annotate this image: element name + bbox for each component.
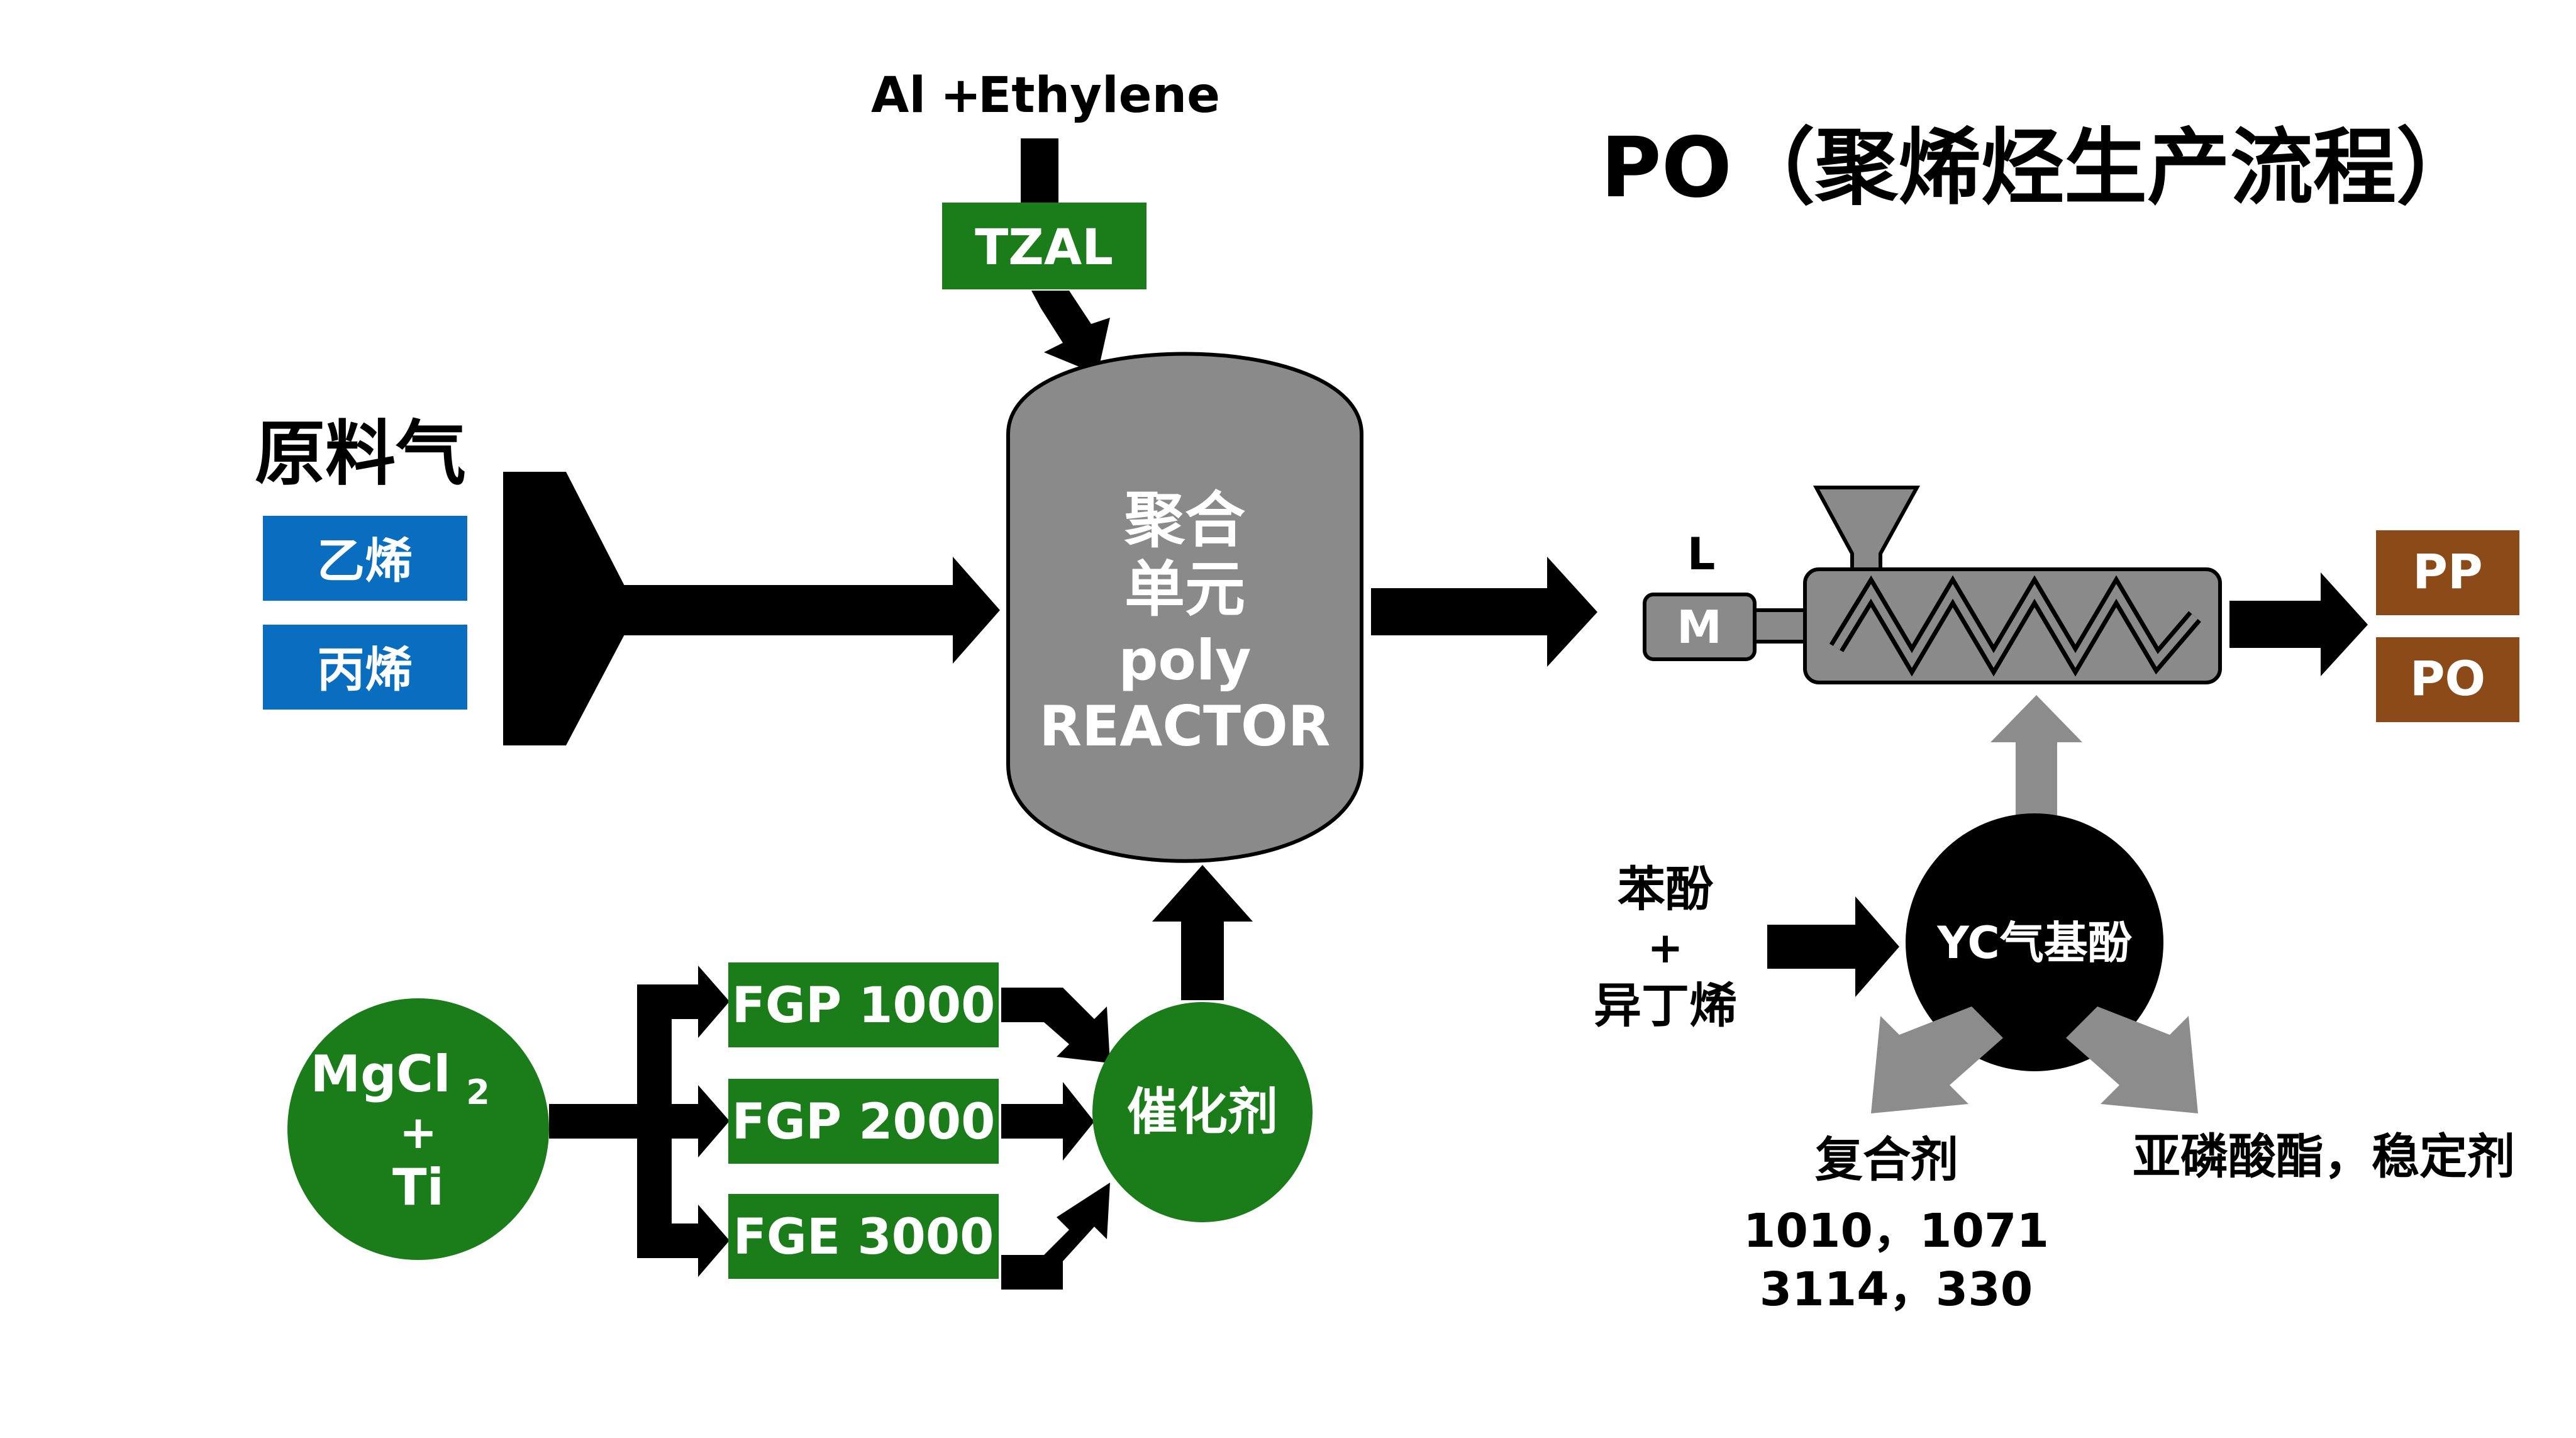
catalyst-to-reactor-arrow	[1152, 865, 1253, 1000]
po-label: PO	[2410, 650, 2485, 706]
fgp2000-label: FGP 2000	[732, 1094, 996, 1151]
drive-shaft	[1753, 608, 1807, 644]
input-plus-label: +	[1648, 923, 1684, 973]
compound-grades-line2: 3114，330	[1760, 1262, 2033, 1317]
ethylene-label: 乙烯	[317, 533, 413, 589]
extruder-l-label: L	[1687, 528, 1716, 580]
extruder-hopper	[1813, 486, 1921, 571]
reactor-vessel	[1006, 352, 1363, 863]
fgp1000-to-catalyst-arrow	[1001, 988, 1110, 1063]
ethylene-feed-label: Ethylene	[978, 67, 1220, 124]
yc-to-phosphite-arrow	[2066, 1006, 2198, 1113]
ethylene-box	[263, 516, 467, 601]
pp-box	[2376, 530, 2519, 615]
propylene-box	[263, 625, 467, 710]
catalyst-node	[1092, 1002, 1313, 1222]
mgcl2-plus: +	[399, 1106, 437, 1159]
mgcl2-ti-node	[287, 998, 549, 1260]
propylene-label: 丙烯	[317, 642, 413, 698]
reactor-label-line3: poly	[1119, 628, 1252, 693]
compound-grades-line1: 1010，1071	[1743, 1204, 2049, 1258]
tzal-box	[942, 203, 1146, 289]
fge3000-to-catalyst-arrow	[1001, 1183, 1110, 1290]
fgp2000-box	[728, 1079, 999, 1164]
motor-label: M	[1677, 601, 1722, 654]
catalyst-label: 催化剂	[1127, 1083, 1278, 1141]
yc-phenol-label: YC气基酚	[1936, 917, 2133, 969]
compound-agent-label: 复合剂	[1815, 1132, 1958, 1188]
reactor-label-line4: REACTOR	[1039, 694, 1330, 759]
po-box	[2376, 637, 2519, 722]
feed-to-reactor-arrow	[623, 557, 1000, 664]
feed-funnel	[503, 472, 626, 745]
yc-phenol-node	[1906, 813, 2163, 1071]
al-label: Al	[871, 67, 926, 124]
extruder-to-products-arrow	[2229, 572, 2368, 676]
manifold-inlet	[549, 1104, 650, 1139]
inputs-to-yc-arrow	[1767, 896, 1899, 997]
reactor-label-line1: 聚合	[1124, 485, 1245, 555]
diagram-title: PO（聚烯烃生产流程）	[1601, 120, 2479, 216]
isobutylene-label: 异丁烯	[1594, 978, 1737, 1034]
manifold-arrow-1	[637, 966, 730, 1038]
manifold-arrow-2	[637, 1085, 730, 1157]
ti-label: Ti	[392, 1158, 444, 1217]
reactor-to-extruder-arrow	[1371, 557, 1597, 667]
extruder-screw	[1833, 584, 2198, 668]
antioxidant-to-extruder-arrow	[1990, 695, 2082, 821]
tzal-to-reactor-arrow	[1031, 291, 1110, 374]
tzal-inlet-pipe	[1021, 138, 1058, 204]
fge3000-box	[728, 1194, 999, 1279]
feed-gas-label: 原料气	[255, 413, 466, 495]
tzal-label: TZAL	[975, 220, 1113, 276]
mgcl2-label: MgCl	[310, 1045, 450, 1103]
phosphite-stabilizer-label: 亚磷酸酯，稳定剂	[2133, 1129, 2515, 1184]
fgp1000-label: FGP 1000	[732, 978, 996, 1034]
al-plus-label: +	[940, 67, 981, 124]
reactor-label-line2: 单元	[1124, 554, 1245, 625]
fge3000-label: FGE 3000	[733, 1209, 994, 1266]
phenol-label: 苯酚	[1618, 861, 1714, 917]
mgcl2-subscript: 2	[466, 1073, 490, 1112]
yc-to-compound-arrow	[1871, 1006, 2003, 1113]
fgp2000-to-catalyst-arrow	[1001, 1082, 1094, 1161]
fgp1000-box	[728, 962, 999, 1047]
manifold-arrow-3	[637, 1205, 730, 1277]
pp-label: PP	[2412, 543, 2482, 599]
